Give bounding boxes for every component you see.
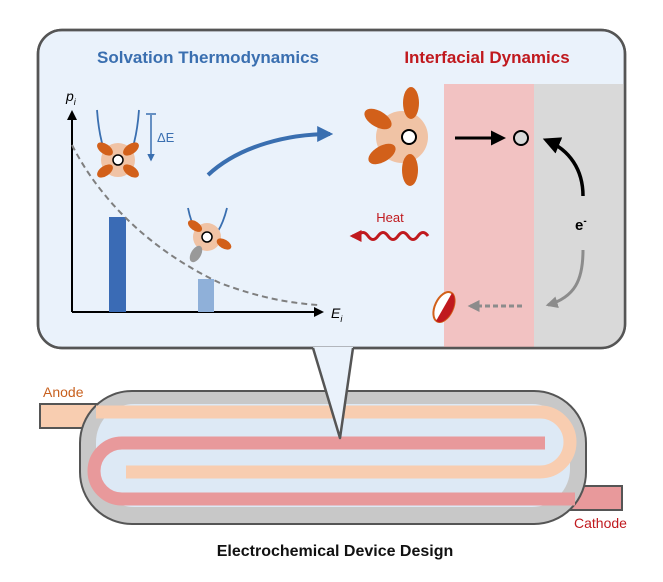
electron-label: e- [575,216,587,234]
energy-distribution-chart: pi Ei [65,88,343,324]
solvation-title: Solvation Thermodynamics [97,48,319,67]
electrode-region [534,84,625,348]
x-axis-label: Ei [331,305,343,324]
interfacial-title: Interfacial Dynamics [404,48,569,67]
anode-label: Anode [43,384,84,400]
cathode-label: Cathode [574,515,627,531]
heat-wave-arrow [349,230,430,242]
bar-high [109,217,126,312]
bare-ion [513,130,529,146]
electrolyte-region [444,84,534,348]
decomposed-species [432,291,456,323]
cathode-strip [87,436,575,506]
side-reaction-arrow [545,249,585,309]
electron-arrow [542,137,585,197]
device-electrolyte [96,404,570,507]
heat-label: Heat [376,210,404,225]
solvation-cluster-loose [187,207,232,263]
desolvation-arrow [206,126,334,177]
anode-strip [96,405,577,479]
zoom-panel [36,28,627,440]
bar-low [198,279,214,312]
distribution-curve [71,144,319,306]
y-axis-label: pi [65,88,77,107]
delta-e-label: ΔE [157,130,175,145]
solvation-cluster-tight [96,109,140,178]
device-title: Electrochemical Device Design [217,543,454,560]
solvation-cluster-large [364,87,428,186]
